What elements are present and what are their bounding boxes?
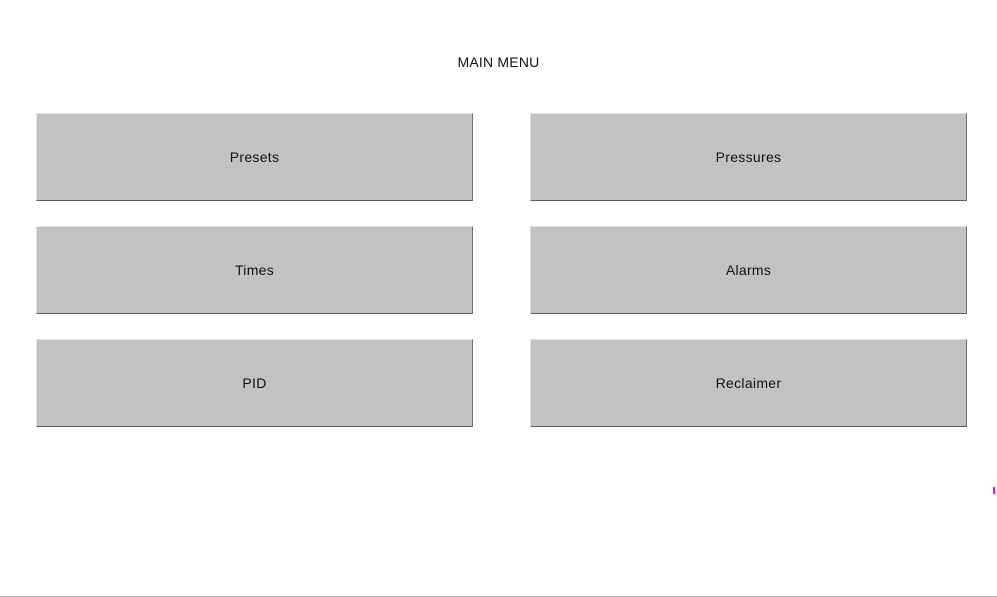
- alarms-button-label: Alarms: [725, 262, 772, 278]
- presets-button[interactable]: Presets: [36, 113, 473, 201]
- pressures-button-label: Pressures: [715, 149, 782, 165]
- magenta-marker: [993, 487, 995, 494]
- reclaimer-button-label: Reclaimer: [715, 375, 782, 391]
- pid-button-label: PID: [242, 375, 267, 391]
- pressures-button[interactable]: Pressures: [530, 113, 967, 201]
- pid-button[interactable]: PID: [36, 339, 473, 427]
- reclaimer-button[interactable]: Reclaimer: [530, 339, 967, 427]
- page-title: MAIN MENU: [457, 54, 540, 70]
- times-button[interactable]: Times: [36, 226, 473, 314]
- alarms-button[interactable]: Alarms: [530, 226, 967, 314]
- times-button-label: Times: [234, 262, 275, 278]
- presets-button-label: Presets: [229, 149, 280, 165]
